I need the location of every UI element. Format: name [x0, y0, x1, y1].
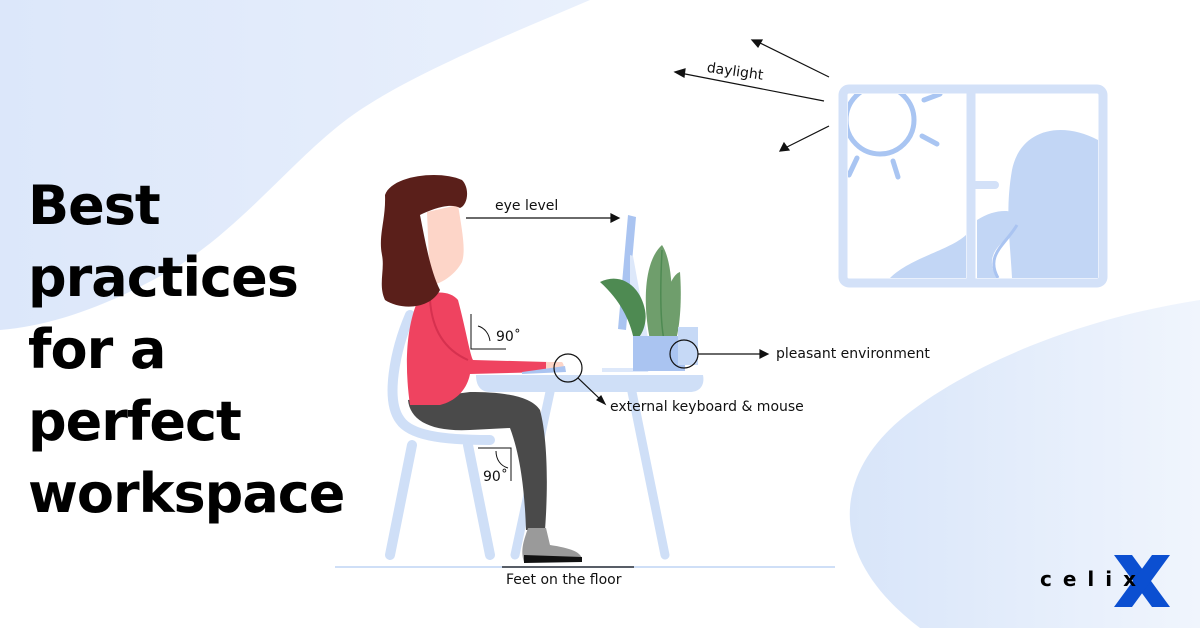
angle-markers [470, 314, 512, 481]
keyboard-callout [553, 353, 607, 406]
arm-angle-label: 90˚ [496, 329, 521, 345]
knee-angle-label: 90˚ [483, 469, 508, 485]
page-title: Best practices for a perfect workspace [28, 170, 345, 530]
title-line-1: Best [28, 174, 161, 237]
window-illustration [838, 84, 1108, 288]
feet-on-floor-label: Feet on the floor [506, 572, 622, 588]
keyboard-mouse-label: external keyboard & mouse [610, 399, 804, 415]
title-line-4: perfect [28, 390, 242, 453]
background-blob-bottom-right [849, 300, 1200, 628]
chair [385, 310, 495, 560]
person [380, 175, 582, 563]
environment-callout [669, 339, 770, 369]
title-line-5: workspace [28, 462, 345, 525]
pleasant-environment-label: pleasant environment [776, 346, 930, 362]
daylight-arrows [673, 39, 830, 152]
title-line-3: for a [28, 318, 166, 381]
eye-level-label: eye level [495, 198, 559, 214]
title-line-2: practices [28, 246, 299, 309]
background-blob-top-left [0, 0, 590, 330]
brand-name: celix [1040, 567, 1148, 591]
celix-logo: celix [1040, 555, 1175, 607]
eye-level-arrow [466, 213, 621, 223]
plant [600, 245, 698, 371]
brand-x-icon [1114, 555, 1170, 607]
